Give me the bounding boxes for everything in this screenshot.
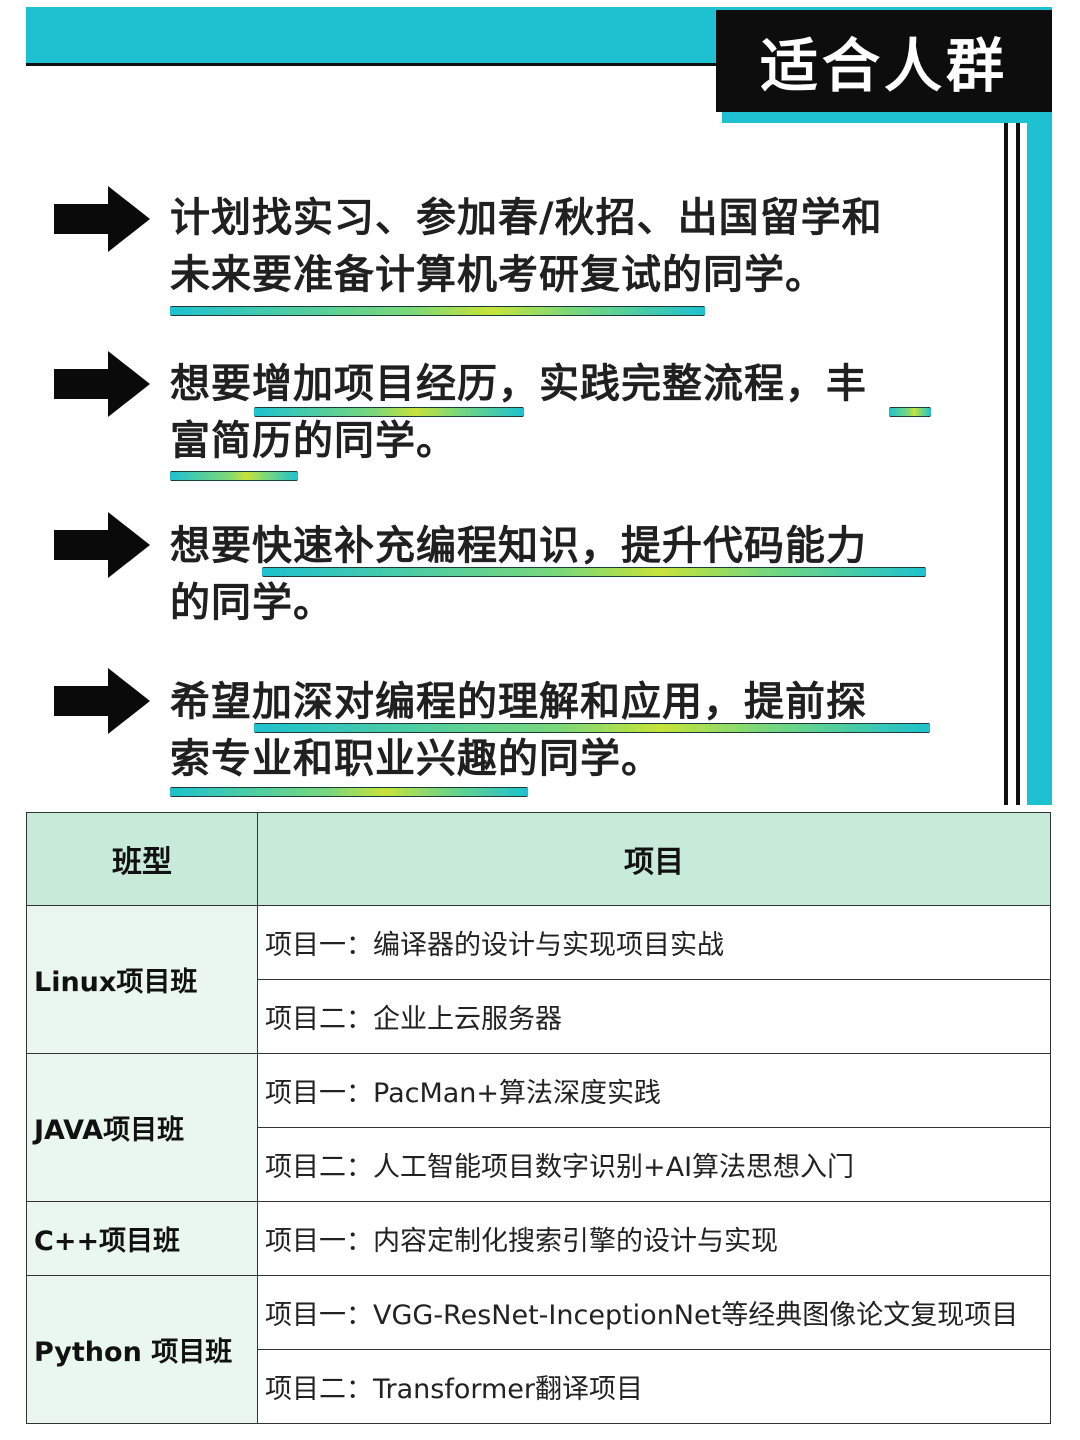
table-row: 项目二：企业上云服务器 [27, 979, 1051, 1054]
audience-line: 索专业和职业兴趣的同学。 [170, 736, 662, 782]
highlight-underline [889, 407, 931, 417]
project-cell: 项目一：PacMan+算法深度实践 [257, 1053, 1051, 1128]
audience-poster: 适合人群 计划找实习、参加春/秋招、出国留学和 未来要准备计算机考研复试的同学。… [26, 7, 1052, 805]
class-cell: Linux项目班 [26, 905, 258, 1054]
table-row: 项目二：Transformer翻译项目 [27, 1349, 1051, 1424]
side-line [1016, 120, 1020, 805]
class-cell: Python 项目班 [26, 1275, 258, 1424]
table-row: Python 项目班 项目一：VGG-ResNet-InceptionNet等经… [26, 1275, 1051, 1424]
project-cell: 项目二：人工智能项目数字识别+AI算法思想入门 [257, 1127, 1051, 1202]
highlight-underline [254, 723, 930, 733]
audience-line: 想要快速补充编程知识，提升代码能力 [170, 523, 867, 569]
audience-line: 的同学。 [170, 580, 334, 626]
audience-line: 计划找实习、参加春/秋招、出国留学和 [170, 195, 883, 241]
table-header-row: 班型 项目 [26, 812, 1051, 906]
arrow-right-icon [54, 186, 150, 252]
class-cell: JAVA项目班 [26, 1053, 258, 1202]
audience-line: 希望加深对编程的理解和应用，提前探 [170, 679, 867, 725]
table-row: Linux项目班 项目一：编译器的设计与实现项目实战 [26, 905, 1051, 1054]
page-title: 适合人群 [716, 10, 1052, 112]
side-line [1004, 120, 1008, 805]
audience-line: 富简历的同学。 [170, 418, 457, 464]
highlight-underline [170, 306, 705, 316]
highlight-underline [170, 787, 528, 797]
project-cell: 项目一：编译器的设计与实现项目实战 [257, 905, 1051, 980]
project-cell: 项目一：VGG-ResNet-InceptionNet等经典图像论文复现项目 [257, 1275, 1051, 1350]
arrow-right-icon [54, 512, 150, 578]
side-stripe [1027, 20, 1052, 805]
highlight-underline [170, 471, 298, 481]
project-cell: 项目二：Transformer翻译项目 [257, 1349, 1051, 1424]
highlight-underline [254, 407, 524, 417]
arrow-right-icon [54, 668, 150, 734]
table-row: 项目二：人工智能项目数字识别+AI算法思想入门 [27, 1127, 1051, 1202]
project-cell: 项目一：内容定制化搜索引擎的设计与实现 [257, 1201, 1051, 1276]
arrow-right-icon [54, 351, 150, 417]
column-header-class: 班型 [26, 812, 258, 906]
header-divider [26, 63, 726, 66]
table-row: C++项目班 项目一：内容定制化搜索引擎的设计与实现 [26, 1201, 1051, 1276]
project-cell: 项目二：企业上云服务器 [257, 979, 1051, 1054]
table-row: JAVA项目班 项目一：PacMan+算法深度实践 [26, 1053, 1051, 1202]
highlight-underline [262, 567, 926, 577]
audience-line: 未来要准备计算机考研复试的同学。 [170, 252, 826, 298]
class-cell: C++项目班 [26, 1201, 258, 1276]
column-header-project: 项目 [257, 812, 1051, 906]
course-table: 班型 项目 Linux项目班 项目一：编译器的设计与实现项目实战 项目二：企业上… [26, 812, 1051, 1424]
audience-line: 想要增加项目经历，实践完整流程，丰 [170, 361, 867, 407]
